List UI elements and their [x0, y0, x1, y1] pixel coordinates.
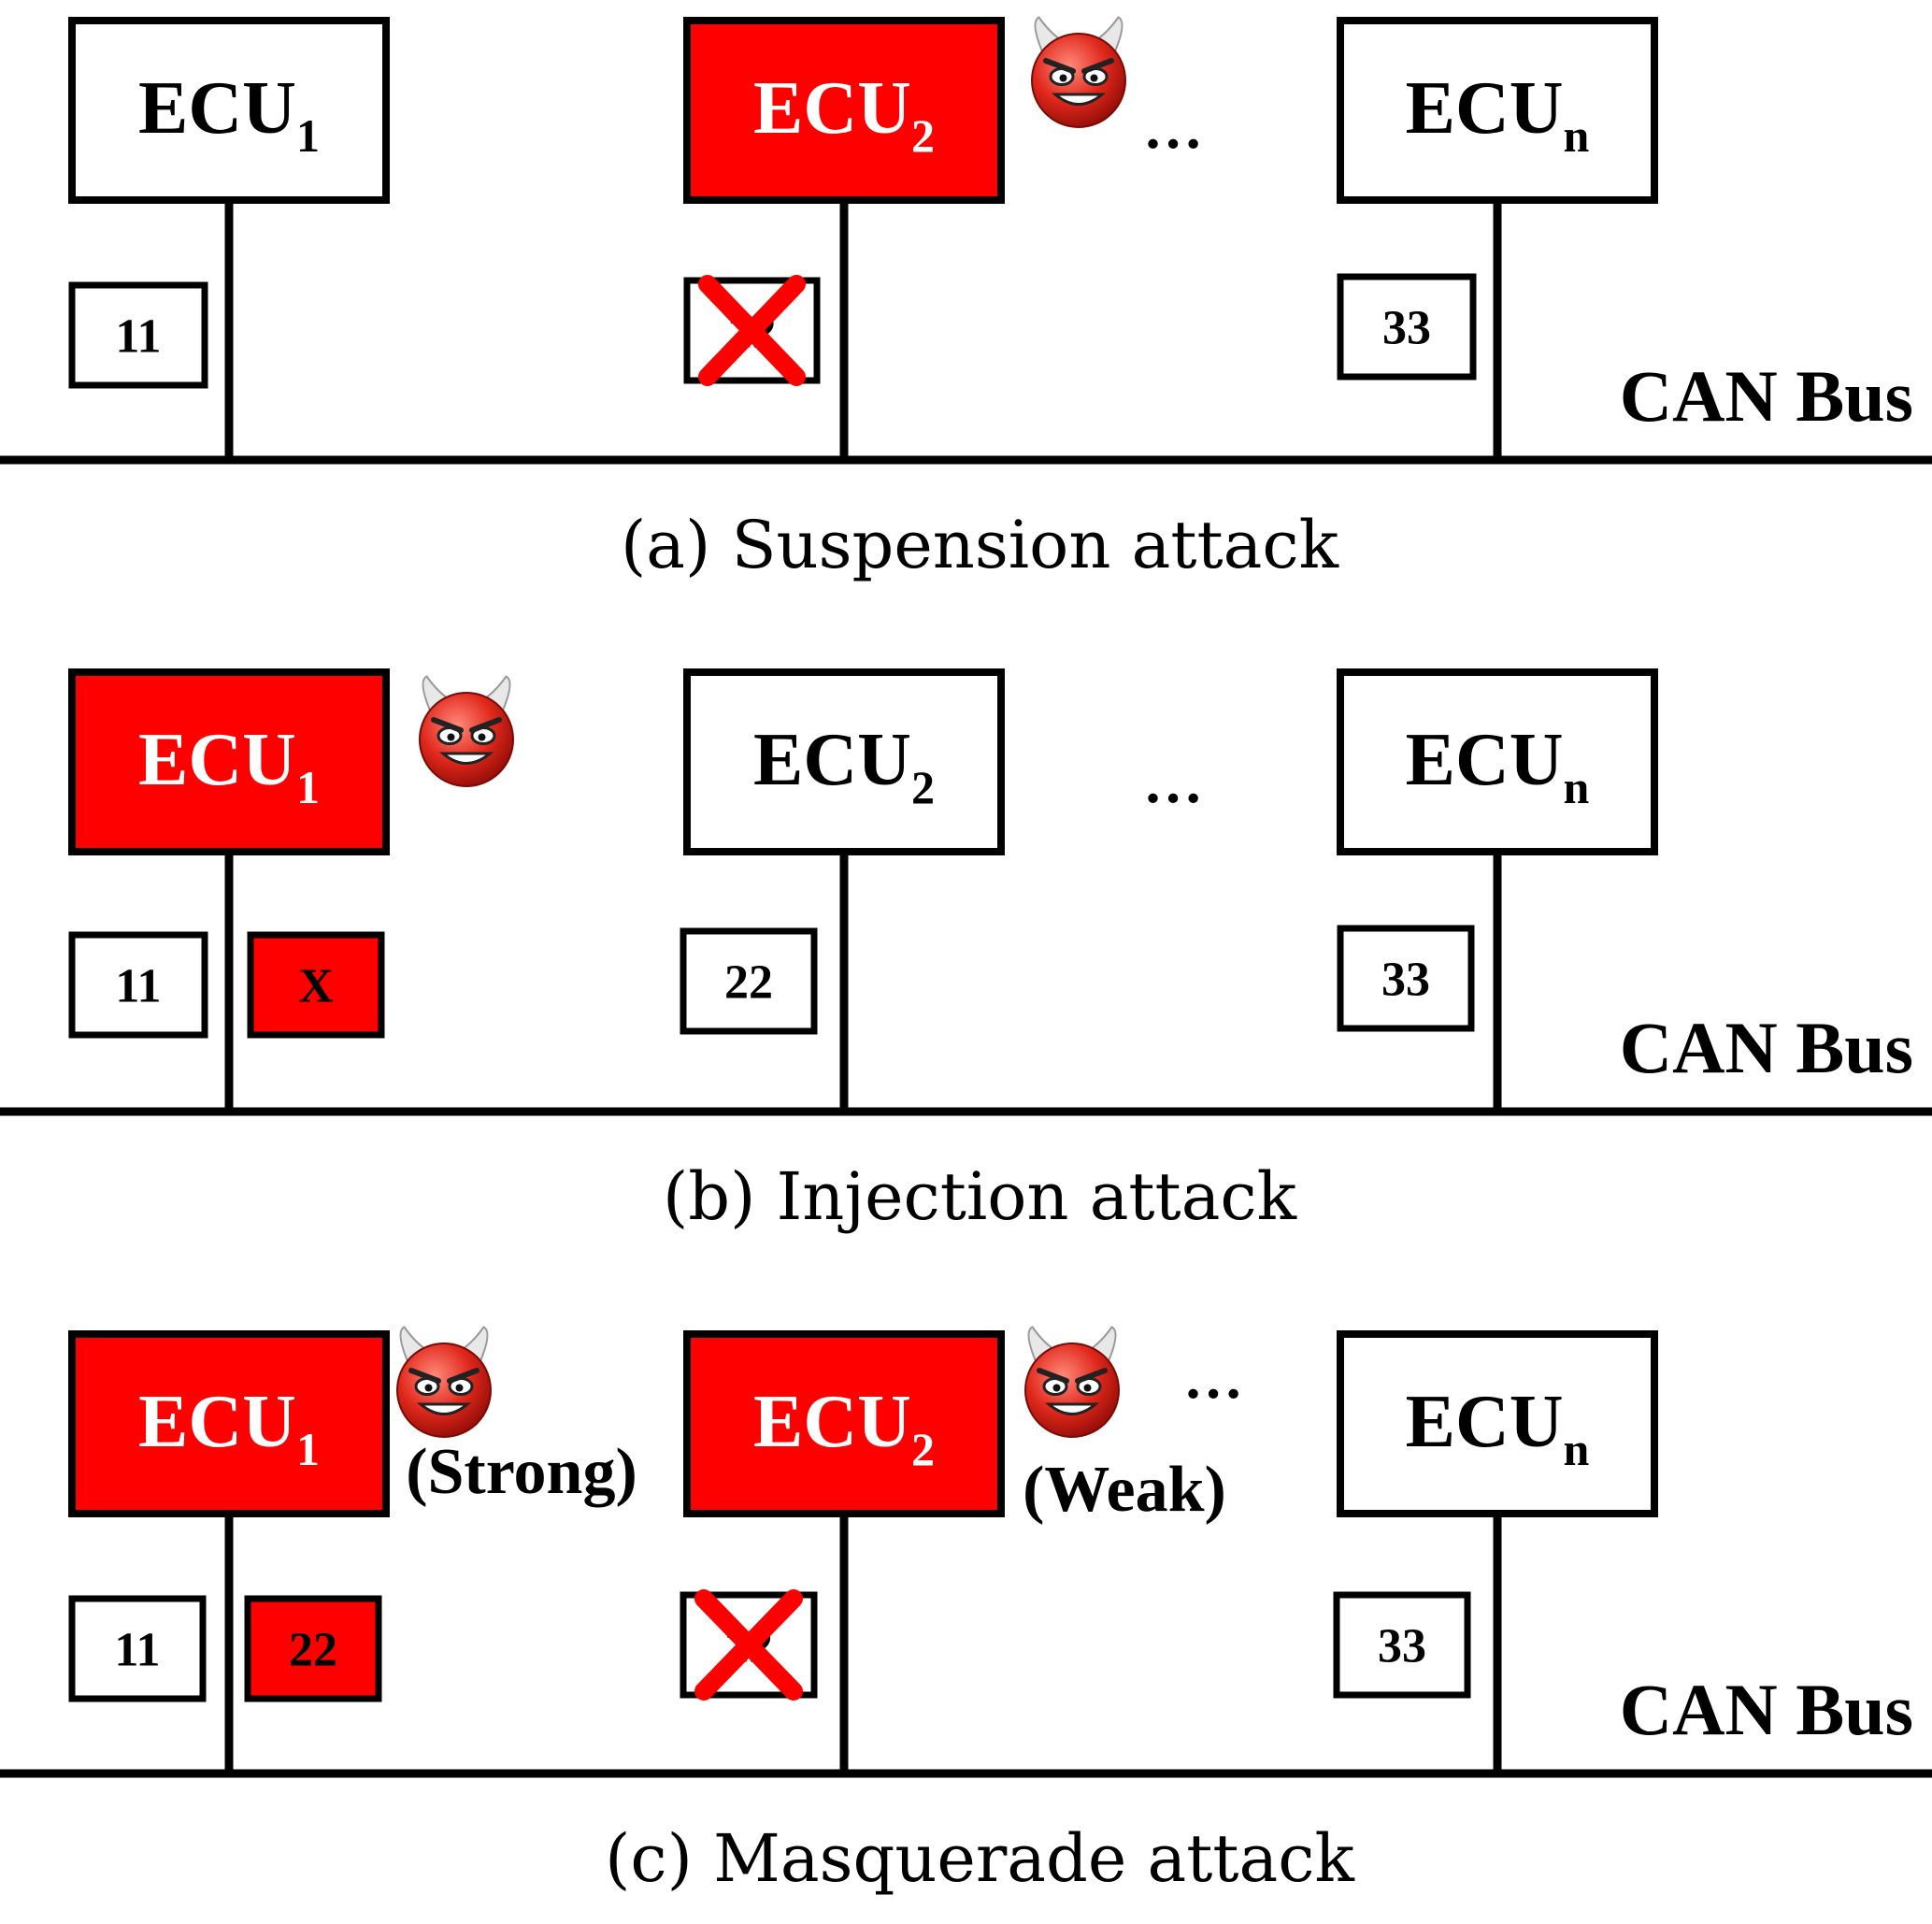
ecu-label: ECUn [1406, 67, 1590, 162]
can-message: 22 [680, 1589, 818, 1701]
ellipsis: … [1143, 749, 1203, 815]
can-message: 22 [680, 927, 818, 1035]
ecu-label: ECU1 [138, 719, 320, 813]
message-id: X [298, 960, 334, 1013]
message-id: 11 [115, 960, 161, 1013]
attacker-strength-label: (Strong) [406, 1436, 637, 1508]
ecu-1: ECU1 (Strong) [68, 1326, 637, 1773]
ecu-label: ECUn [1406, 1381, 1590, 1475]
can-message: 33 [1333, 1591, 1471, 1699]
ecu-label: ECU1 [138, 67, 320, 162]
ecu-2: ECU2 [683, 16, 1126, 460]
attacker-strength-label: (Weak) [1023, 1454, 1226, 1526]
devil-icon [1024, 1326, 1120, 1438]
message-id: 22 [289, 1624, 337, 1677]
message-id: 11 [115, 310, 161, 364]
devil-icon [396, 1326, 492, 1438]
panel-3: CAN Bus … ECU1 (Strong) ECU2 (Weak) ECUn 11 22 22… [0, 1326, 1932, 1897]
message-id: 33 [1382, 302, 1431, 355]
malicious-message: X [247, 931, 385, 1039]
panel-2: CAN Bus … ECU1 ECU2 ECUn 11 X 22 33 (b) Injection… [0, 668, 1932, 1235]
ecu-label: ECU2 [753, 1381, 935, 1475]
can-bus-label: CAN Bus [1620, 1669, 1913, 1750]
ellipsis: … [1143, 94, 1203, 161]
can-message: 11 [68, 281, 208, 389]
panel-caption: (a) Suspension attack [621, 507, 1339, 583]
ecu-box [68, 17, 390, 204]
ecu-2: ECU2 (Weak) [683, 1326, 1226, 1773]
can-bus-label: CAN Bus [1620, 355, 1913, 437]
ecu-box [683, 17, 1005, 204]
ecu-box [683, 668, 1005, 855]
ecu-label: ECUn [1406, 719, 1590, 813]
can-message: 11 [68, 1595, 207, 1702]
blocked-x-icon [698, 275, 806, 386]
ecu-label: ECU2 [753, 67, 935, 162]
ecu-label: ECU2 [753, 719, 935, 813]
message-id: 22 [724, 956, 773, 1010]
blocked-x-icon [694, 1589, 803, 1701]
panel-1: CAN Bus … ECU1 ECU2 ECUn 11 22 33 (a) Suspension… [0, 16, 1932, 583]
can-message: 33 [1337, 273, 1477, 380]
can-message: 33 [1337, 925, 1475, 1032]
ecu-box [68, 668, 390, 855]
ecu-box [68, 1330, 390, 1517]
panel-caption: (b) Injection attack [663, 1158, 1297, 1235]
can-message: 22 [683, 275, 821, 386]
ecu-box [1337, 17, 1658, 204]
devil-icon [419, 675, 514, 787]
devil-icon [1031, 16, 1126, 128]
ecu-n: ECUn [1337, 1330, 1658, 1773]
can-message: 11 [68, 931, 208, 1039]
ecu-1: ECU1 [68, 668, 514, 1112]
malicious-message: 22 [244, 1595, 382, 1702]
ecu-box [1337, 668, 1658, 855]
message-id: 33 [1378, 1620, 1426, 1673]
can-bus-label: CAN Bus [1620, 1007, 1913, 1088]
message-id: 11 [114, 1624, 160, 1677]
ecu-n: ECUn [1337, 668, 1658, 1112]
ecu-1: ECU1 [68, 17, 390, 460]
ecu-n: ECUn [1337, 17, 1658, 460]
ellipsis: … [1183, 1344, 1243, 1411]
ecu-box [1337, 1330, 1658, 1517]
message-id: 33 [1381, 954, 1430, 1007]
ecu-label: ECU1 [138, 1381, 320, 1475]
ecu-2: ECU2 [683, 668, 1005, 1112]
ecu-box [683, 1330, 1005, 1517]
panel-caption: (c) Masquerade attack [605, 1820, 1354, 1897]
